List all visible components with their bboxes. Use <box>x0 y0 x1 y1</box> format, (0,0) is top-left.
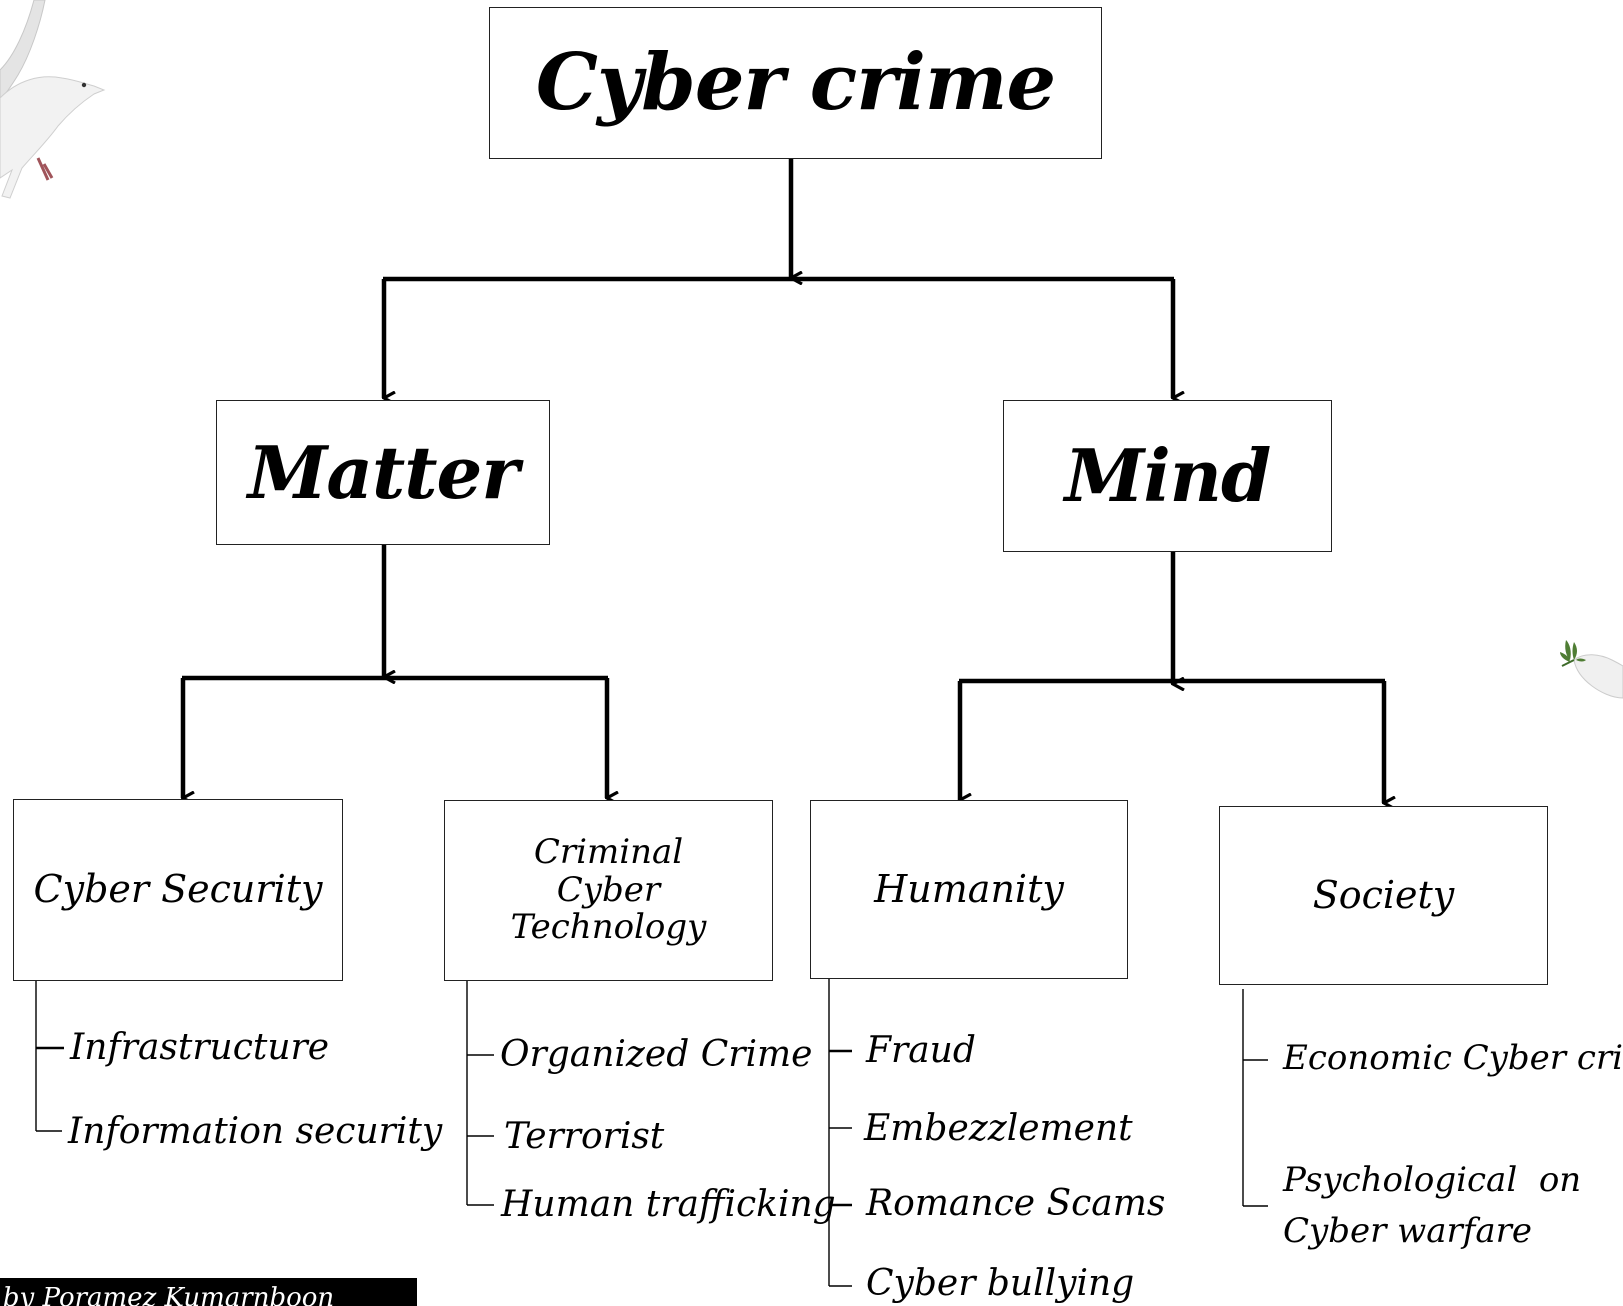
dove-with-olive-branch-icon <box>1560 640 1623 699</box>
leaf-terrorist: Terrorist <box>504 1116 665 1157</box>
leaf-information-security: Information security <box>68 1111 443 1152</box>
node-humanity: Humanity <box>810 800 1128 979</box>
leaf-fraud: Fraud <box>866 1030 976 1071</box>
node-humanity-label: Humanity <box>874 866 1064 911</box>
node-cyber-security-label: Cyber Security <box>33 867 323 912</box>
node-matter-label: Matter <box>247 429 520 515</box>
root-node-cyber-crime: Cyber crime <box>489 7 1102 159</box>
node-criminal-label-line-1: Criminal <box>533 832 684 873</box>
leaf-cyber-bullying: Cyber bullying <box>866 1263 1135 1304</box>
leaf-economic-cyber-crime: Economic Cyber crime <box>1283 1038 1623 1078</box>
credit-banner: d by Poramez Kumarnboon <box>0 1278 417 1306</box>
leaf-infrastructure: Infrastructure <box>70 1027 330 1068</box>
leaf-organized-crime: Organized Crime <box>500 1034 813 1075</box>
node-cyber-security: Cyber Security <box>13 799 343 981</box>
leaf-cyber-warfare: Cyber warfare <box>1283 1211 1533 1251</box>
leaf-human-trafficking: Human trafficking <box>501 1184 836 1225</box>
node-criminal-label-line-3: Technology <box>510 907 707 948</box>
root-node-label: Cyber crime <box>535 37 1056 129</box>
node-criminal-cyber-technology: Criminal Cyber Technology <box>444 800 773 981</box>
node-mind: Mind <box>1003 400 1332 552</box>
leaf-embezzlement: Embezzlement <box>864 1108 1133 1149</box>
leaf-romance-scams: Romance Scams <box>866 1183 1166 1224</box>
node-criminal-label-line-2: Cyber <box>556 869 661 910</box>
node-society-label: Society <box>1312 872 1455 917</box>
dove-icon <box>0 0 106 199</box>
node-mind-label: Mind <box>1064 433 1272 519</box>
leaf-psychological-on: Psychological on <box>1283 1160 1582 1200</box>
node-society: Society <box>1219 806 1548 985</box>
node-matter: Matter <box>216 400 550 545</box>
